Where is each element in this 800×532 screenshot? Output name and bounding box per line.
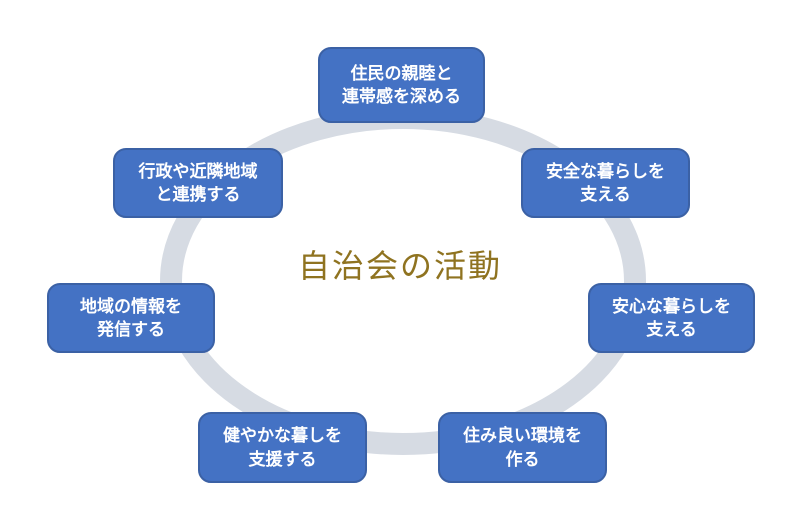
- node-bottom-left: 健やかな暮しを 支援する: [198, 412, 367, 483]
- node-bottom-left-line2: 支援する: [248, 449, 317, 469]
- node-left-line1: 地域の情報を: [80, 296, 182, 316]
- node-top-right-line1: 安全な暮らしを: [546, 161, 665, 181]
- node-top-left: 行政や近隣地域 と連携する: [113, 148, 283, 218]
- node-top-left-line1: 行政や近隣地域: [138, 161, 258, 181]
- node-right-line2: 支える: [646, 320, 697, 339]
- node-left-line2: 発信する: [97, 320, 165, 339]
- node-bottom-left-line1: 健やかな暮しを: [223, 426, 342, 446]
- node-top-line2: 連帯感を深める: [342, 87, 461, 106]
- node-bottom-right-line1: 住み良い環境を: [463, 426, 582, 446]
- node-bottom-right: 住み良い環境を 作る: [438, 412, 607, 483]
- node-bottom-right-line2: 作る: [505, 449, 540, 469]
- node-left: 地域の情報を 発信する: [47, 283, 215, 353]
- node-right-line1: 安心な暮らしを: [612, 296, 731, 316]
- node-top-right-line2: 支える: [580, 185, 631, 204]
- diagram-title: 自治会の活動: [297, 248, 502, 284]
- node-right: 安心な暮らしを 支える: [588, 283, 755, 353]
- node-top-right: 安全な暮らしを 支える: [521, 148, 690, 218]
- node-top-left-line2: と連携する: [155, 185, 241, 204]
- node-top: 住民の親睦と 連帯感を深める: [318, 47, 485, 123]
- node-top-line1: 住民の親睦と: [350, 63, 453, 83]
